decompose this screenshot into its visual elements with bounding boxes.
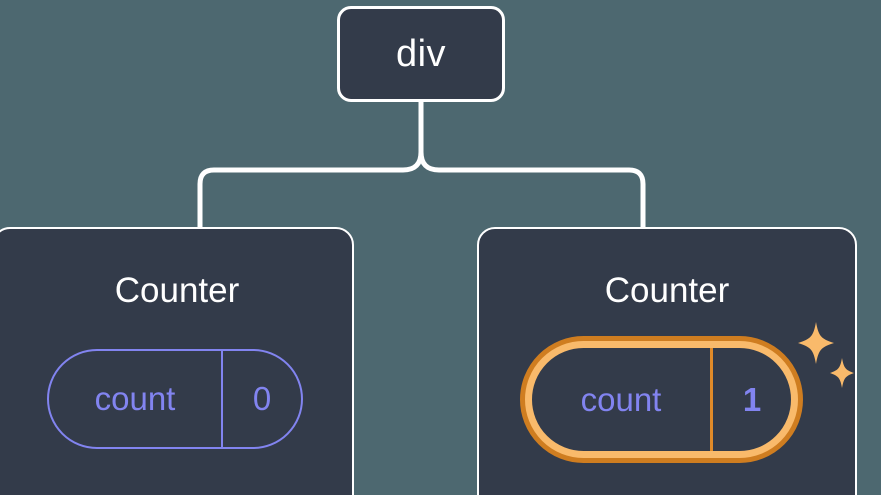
state-value-left: 0 [252,380,272,417]
card-counter-right[interactable]: Counter count 1 [477,227,857,495]
sparkles-group [798,322,854,388]
state-value-right: 1 [742,380,762,418]
node-div[interactable]: div [337,6,505,102]
connector-root-to-left [197,97,424,233]
state-pill-left[interactable]: count 0 [47,349,303,449]
state-key-right: count [532,348,713,451]
card-counter-left[interactable]: Counter count 0 [0,227,354,495]
sparkle-small-icon [830,358,854,388]
state-pill-right-inner: count 1 [525,341,798,458]
node-div-label: div [395,33,447,75]
connector-root-to-right [418,97,646,233]
state-key-left: count [49,351,223,447]
card-title-left: Counter [114,271,240,310]
state-pill-highlight-ring [520,336,803,463]
state-pill-right[interactable]: count 1 [520,336,803,463]
sparkle-large-icon [798,322,834,364]
card-title-right: Counter [604,271,730,310]
